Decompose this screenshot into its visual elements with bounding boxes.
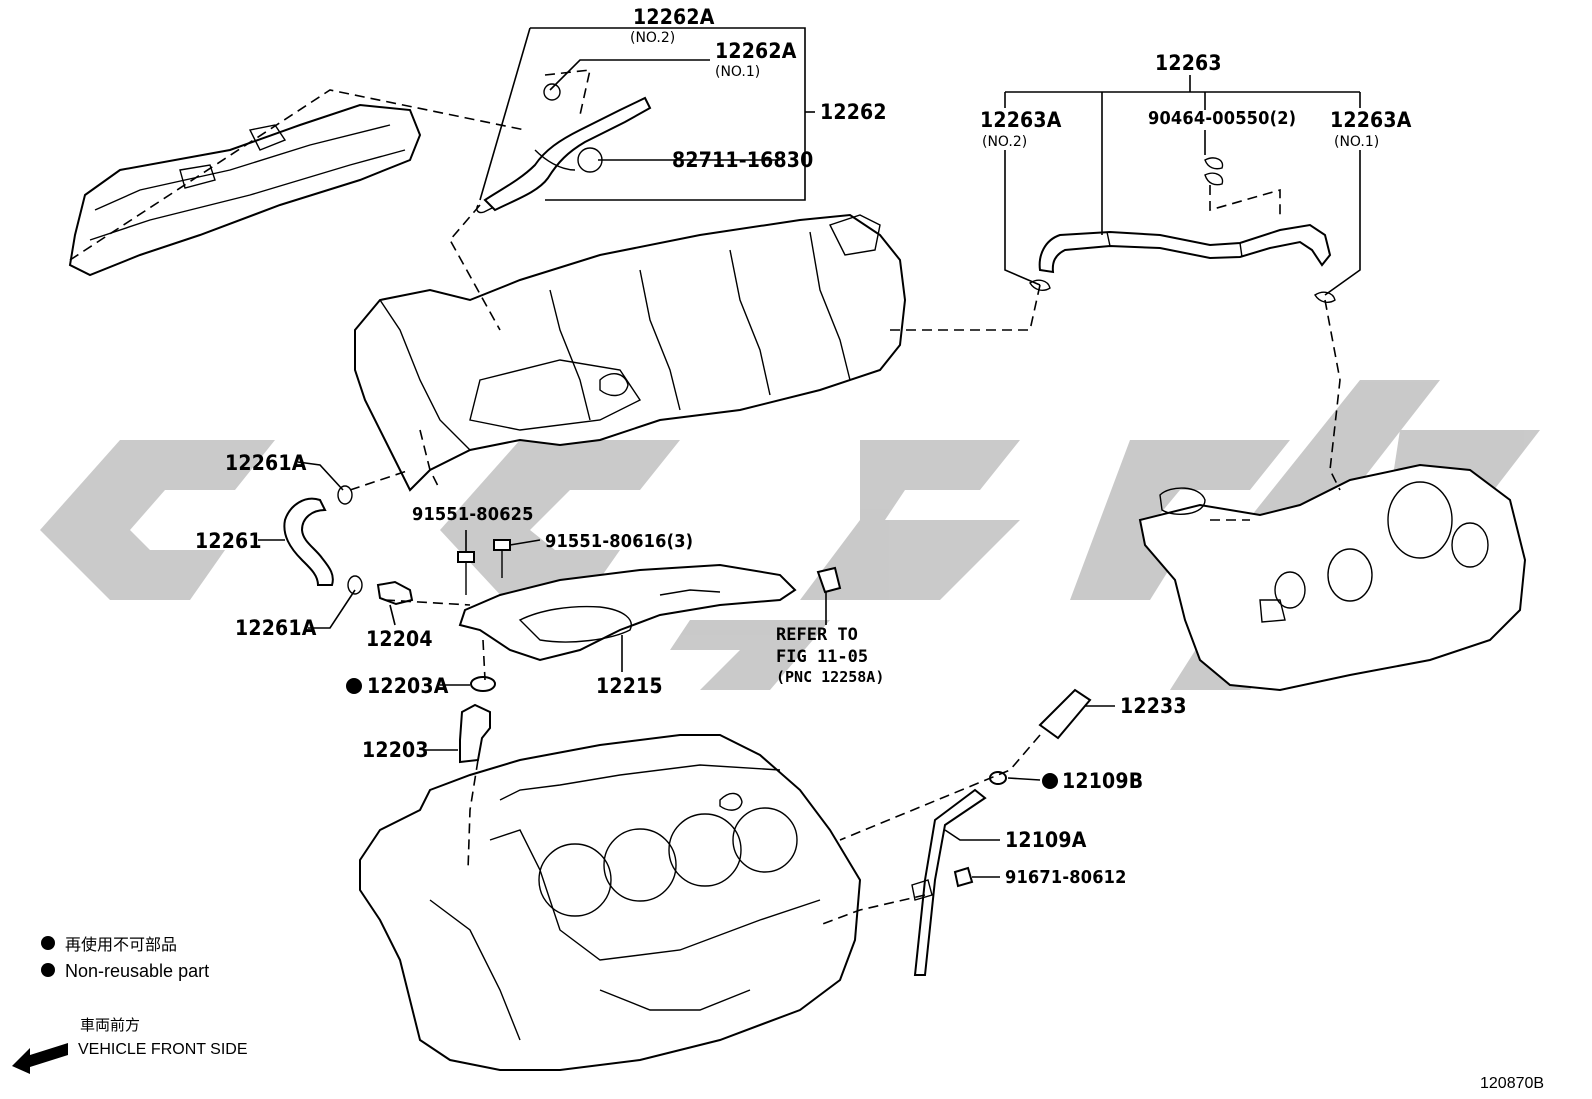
svg-text:12263A: 12263A: [1330, 108, 1412, 132]
part-12258A: [816, 566, 842, 594]
legend-bullet: [41, 963, 55, 977]
callout-12263A-no1[interactable]: 12263A (NO.1): [1330, 108, 1412, 150]
svg-text:(NO.2): (NO.2): [982, 134, 1027, 150]
callout-82711-16830[interactable]: 82711-16830: [672, 148, 814, 172]
callout-12263A-no2[interactable]: 12263A (NO.2): [980, 108, 1062, 150]
hose-12261: [283, 485, 363, 595]
non-reusable-marker: [346, 678, 362, 694]
bolt-91551-80616: [493, 539, 511, 578]
gasket-12203A: [470, 676, 496, 692]
callout-12233[interactable]: 12233: [1120, 694, 1187, 718]
cylinder-head-cover: [68, 103, 422, 277]
callout-12261[interactable]: 12261: [195, 529, 262, 553]
legend: 再使用不可部品 Non-reusable part: [41, 935, 209, 981]
refer-note: REFER TO FIG 11-05 (PNC 12258A): [776, 625, 884, 686]
part-12233: [1038, 688, 1092, 740]
callout-12109A[interactable]: 12109A: [1005, 828, 1087, 852]
engine-block: [359, 734, 862, 1071]
callout-12262A-no1[interactable]: 12262A (NO.1): [715, 39, 797, 80]
callout-12262[interactable]: 12262: [820, 100, 887, 124]
legend-jp: 再使用不可部品: [65, 935, 177, 954]
part-12204: [376, 580, 414, 606]
arrow-left-icon: [12, 1043, 68, 1074]
callout-91551-80625[interactable]: 91551-80625: [412, 504, 534, 525]
svg-text:(NO.1): (NO.1): [1334, 134, 1379, 150]
cylinder-head-right: [1138, 463, 1527, 692]
callout-12203A[interactable]: 12203A: [346, 674, 449, 698]
svg-text:12203A: 12203A: [367, 674, 449, 698]
figure-code: 120870B: [1480, 1075, 1544, 1092]
callout-91551-80616[interactable]: 91551-80616(3): [545, 531, 693, 552]
callout-12262A-no2[interactable]: 12262A (NO.2): [630, 5, 715, 46]
callout-12204[interactable]: 12204: [366, 627, 433, 651]
svg-text:12109B: 12109B: [1062, 769, 1143, 793]
svg-text:(PNC 12258A): (PNC 12258A): [776, 668, 884, 686]
pipe-12109A: [911, 788, 987, 976]
svg-text:REFER TO: REFER TO: [776, 625, 858, 645]
connection-lines: [69, 69, 1341, 926]
hose-12262: [476, 83, 652, 214]
non-reusable-marker: [1042, 773, 1058, 789]
part-12203: [459, 703, 491, 764]
svg-text:FIG 11-05: FIG 11-05: [776, 647, 868, 667]
svg-text:12262A: 12262A: [633, 5, 715, 29]
vehicle-front-indicator: 車両前方 VEHICLE FRONT SIDE: [12, 1016, 248, 1074]
callout-12203[interactable]: 12203: [362, 738, 429, 762]
callout-12109B[interactable]: 12109B: [1042, 769, 1143, 793]
svg-text:(NO.2): (NO.2): [630, 30, 675, 46]
callout-91671-80612[interactable]: 91671-80612: [1005, 867, 1127, 888]
legend-en: Non-reusable part: [65, 961, 209, 981]
intake-manifold: [354, 213, 907, 492]
legend-bullet: [41, 936, 55, 950]
callout-12261A-top[interactable]: 12261A: [225, 451, 307, 475]
bolt-91671-80612: [953, 866, 974, 888]
svg-text:12262A: 12262A: [715, 39, 797, 63]
hose-12263: [1029, 157, 1336, 303]
svg-text:(NO.1): (NO.1): [715, 64, 760, 80]
part-12215: [458, 563, 797, 662]
front-jp: 車両前方: [80, 1016, 140, 1034]
bolt-91551-80625: [457, 551, 475, 595]
callout-90464-00550[interactable]: 90464-00550(2): [1148, 108, 1296, 129]
callout-12261A-bottom[interactable]: 12261A: [235, 616, 317, 640]
callout-12215[interactable]: 12215: [596, 674, 663, 698]
callout-12263[interactable]: 12263: [1155, 51, 1222, 75]
svg-text:12263A: 12263A: [980, 108, 1062, 132]
leader-lines: [258, 27, 1361, 878]
front-en: VEHICLE FRONT SIDE: [78, 1041, 248, 1058]
